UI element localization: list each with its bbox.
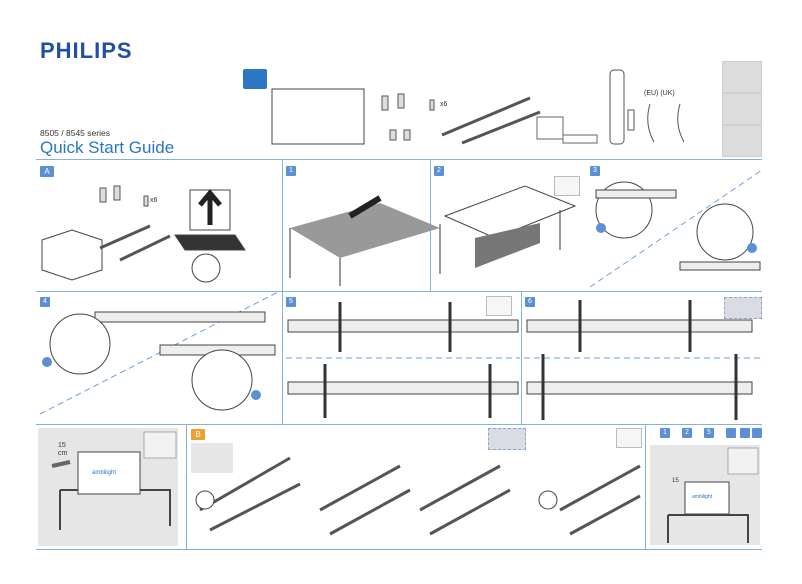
flow-step-a [726, 428, 736, 438]
divider-1 [36, 159, 762, 160]
section-a-badge: A [40, 166, 54, 177]
vdivider-3 [282, 292, 283, 424]
step-6-screws-panel [724, 297, 762, 319]
flow-step-c [752, 428, 762, 438]
section-a-screws-count: x6 [150, 197, 158, 204]
section-b-thumb [191, 443, 233, 473]
section-b-badge: B [191, 429, 205, 440]
side-tab-c-illustration [722, 125, 762, 157]
flow-step-1: 1 [660, 428, 670, 438]
step-1-badge: 1 [286, 166, 296, 176]
divider-3 [36, 424, 762, 425]
screws-count-label: x6 [440, 101, 448, 108]
section-b-ambilight-text: ambilight [692, 494, 713, 500]
divider-2 [36, 291, 762, 292]
step-5-compare-icon [486, 296, 512, 316]
flow-step-5: 5 [704, 428, 714, 438]
vdivider-5 [186, 425, 187, 549]
section-b-screws-panel [488, 428, 526, 450]
page-title: Quick Start Guide [40, 138, 175, 157]
side-tab-b-illustration [722, 93, 762, 125]
step-3-badge: 3 [590, 166, 600, 176]
side-tab-a-illustration [722, 61, 762, 93]
flow-step-b [740, 428, 750, 438]
flow-step-2: 2 [682, 428, 692, 438]
series-label: 8505 / 8545 series [40, 128, 110, 138]
step-4-badge: 4 [40, 297, 50, 307]
vdivider-6 [645, 425, 646, 549]
section-b-compare-icon [616, 428, 642, 448]
step-2-badge: 2 [434, 166, 444, 176]
box-icon [243, 69, 267, 89]
step-6-badge: 6 [525, 297, 535, 307]
step-7-ambilight-text: ambilight [92, 470, 117, 476]
vdivider-1 [282, 160, 283, 291]
step-5-badge: 5 [286, 297, 296, 307]
step-2-no-icon [554, 176, 580, 196]
brand-logo: PHILIPS [40, 38, 133, 63]
plug-regions-label: (EU) (UK) [644, 90, 675, 97]
step-7-distance: 15 cm [58, 442, 68, 457]
section-b-distance: 15 [672, 478, 679, 484]
divider-bottom [36, 549, 762, 550]
vdivider-4 [521, 292, 522, 424]
